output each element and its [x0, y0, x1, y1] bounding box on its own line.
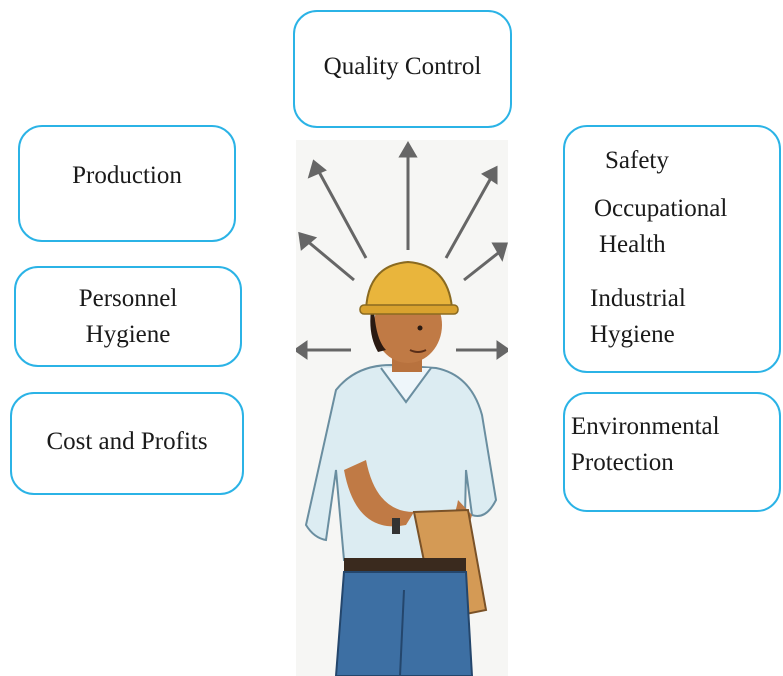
quality-control-label: Quality Control — [323, 53, 482, 80]
production-label: Production — [72, 162, 182, 189]
environmental-label: Environmental — [571, 413, 720, 440]
safety-health-box — [563, 125, 781, 373]
environmental-protection-box — [563, 392, 781, 512]
industrial-hygiene-label: Hygiene — [590, 321, 675, 348]
production-box — [18, 125, 236, 242]
industrial-label: Industrial — [590, 285, 686, 312]
cost-and-profits-box — [10, 392, 244, 495]
hygiene-label: Hygiene — [85, 321, 171, 348]
safety-label: Safety — [605, 147, 669, 174]
helmet — [364, 260, 454, 312]
quality-control-box — [293, 10, 512, 128]
personnel-hygiene-box — [14, 266, 242, 367]
health-label: Health — [599, 231, 666, 258]
personnel-label: Personnel — [78, 285, 178, 312]
protection-label: Protection — [571, 449, 674, 476]
worker-illustration — [296, 140, 508, 676]
radiating-arrows — [296, 141, 508, 360]
occupational-label: Occupational — [594, 195, 728, 222]
trousers — [334, 571, 474, 676]
cost-and-profits-label: Cost and Profits — [46, 428, 208, 455]
